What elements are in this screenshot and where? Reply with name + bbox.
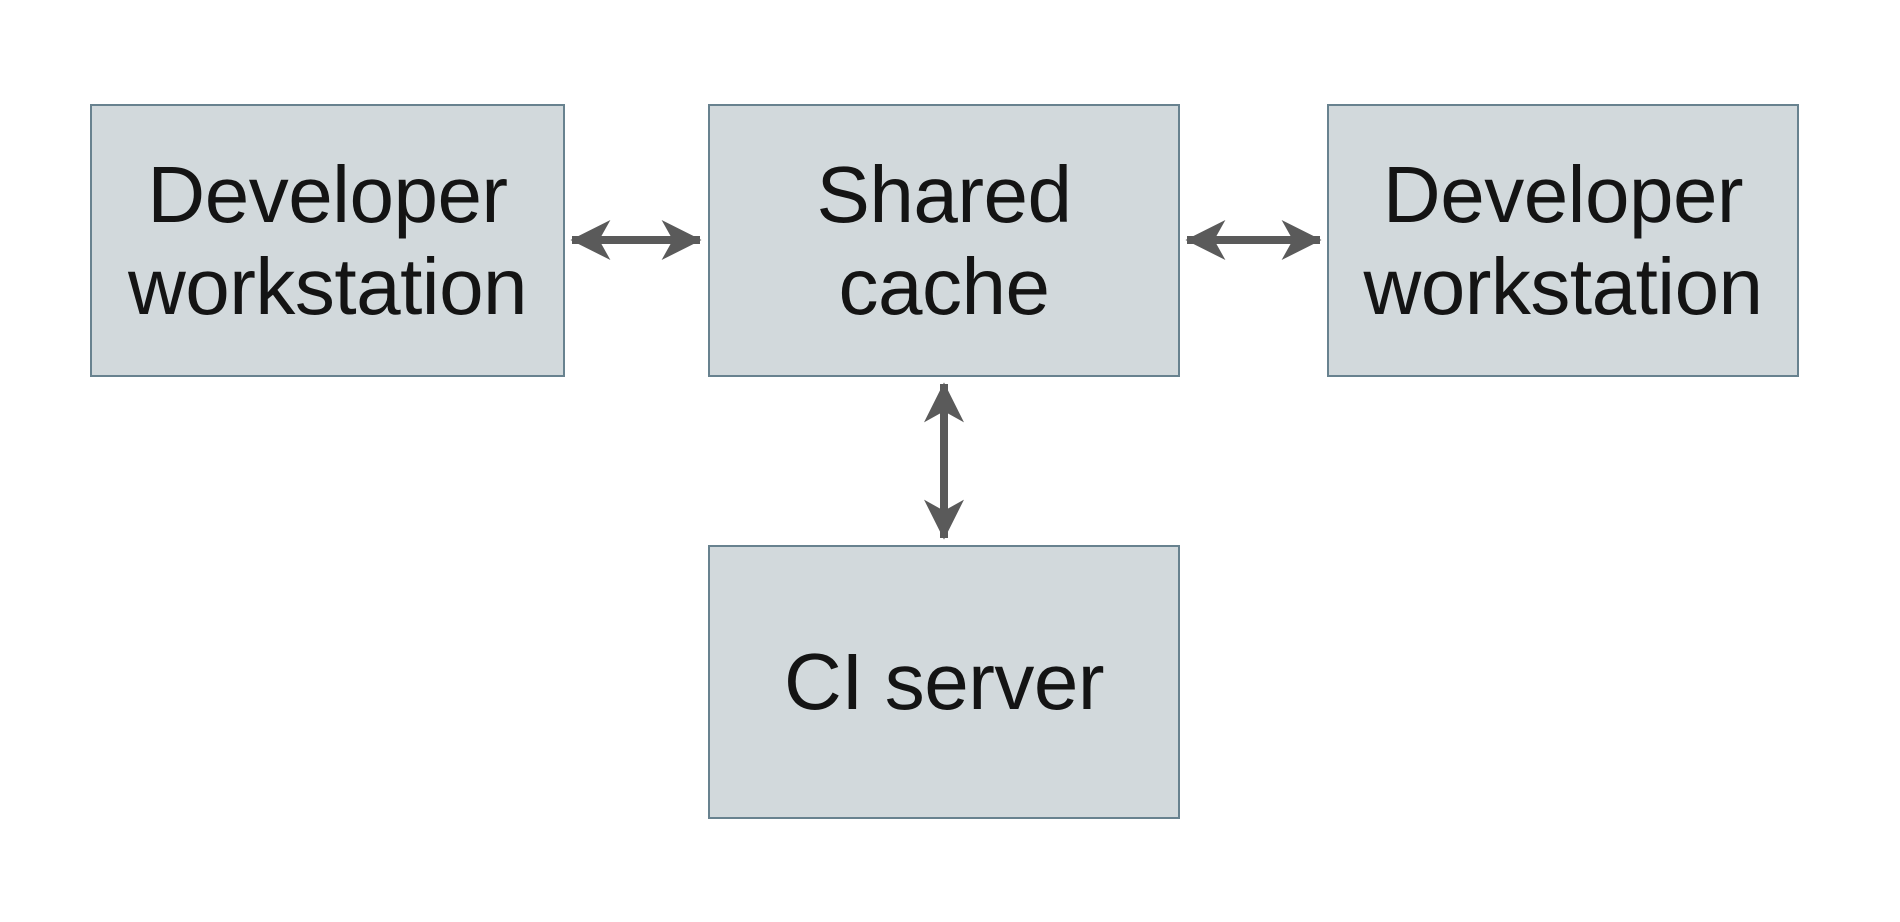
node-shared-cache: Shared cache [708, 104, 1180, 377]
node-label-shared-cache: Shared cache [816, 150, 1072, 331]
node-label-developer-workstation-right: Developer workstation [1363, 150, 1763, 331]
node-label-developer-workstation-left: Developer workstation [127, 150, 528, 331]
node-developer-workstation-right: Developer workstation [1327, 104, 1799, 377]
node-label-ci-server: CI server [784, 637, 1105, 727]
node-developer-workstation-left: Developer workstation [90, 104, 565, 377]
node-ci-server: CI server [708, 545, 1180, 819]
